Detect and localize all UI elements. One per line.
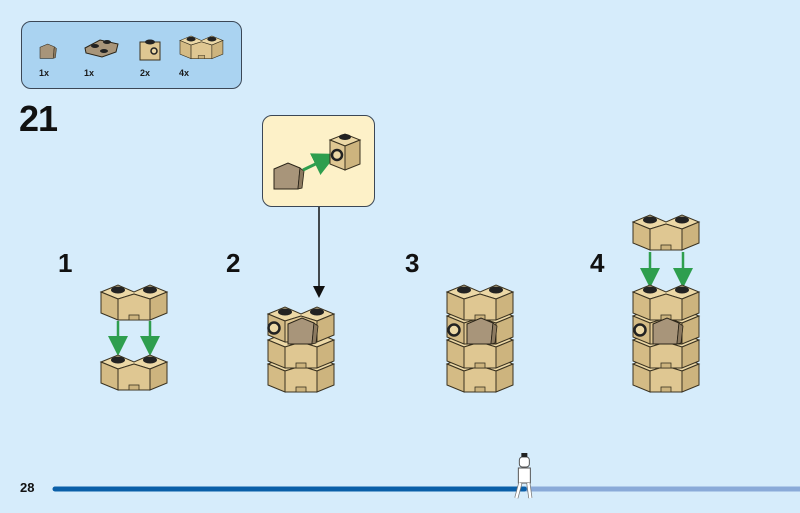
green-arrow-icon xyxy=(302,153,337,176)
substep-3-tower xyxy=(446,284,514,393)
side-stud-brick-icon xyxy=(139,39,161,61)
part-qty: 4x xyxy=(179,68,190,78)
substep-4-tower xyxy=(632,284,700,393)
callout-side-stud-brick xyxy=(328,133,362,171)
corner-brick-icon xyxy=(179,35,224,60)
part-qty: 1x xyxy=(84,68,95,78)
substep-2-label: 2 xyxy=(226,248,241,278)
slope-tile-icon xyxy=(39,43,57,59)
substep-1-label: 1 xyxy=(58,248,73,278)
substep-3-label: 3 xyxy=(405,248,420,278)
step-number: 21 xyxy=(19,98,58,139)
substep-4-label: 4 xyxy=(590,248,605,278)
substep-2-tower xyxy=(267,306,335,393)
substep-1-bottom-brick xyxy=(100,354,168,391)
page-number: 28 xyxy=(20,480,35,495)
substep-1-top-brick xyxy=(100,284,168,321)
substep-4-top-brick xyxy=(632,214,700,251)
callout-slope-tile xyxy=(273,162,305,190)
part-qty: 1x xyxy=(39,68,50,78)
minifig-progress-icon xyxy=(514,453,533,499)
wedge-plate-icon xyxy=(84,39,119,58)
part-qty: 2x xyxy=(140,68,151,78)
